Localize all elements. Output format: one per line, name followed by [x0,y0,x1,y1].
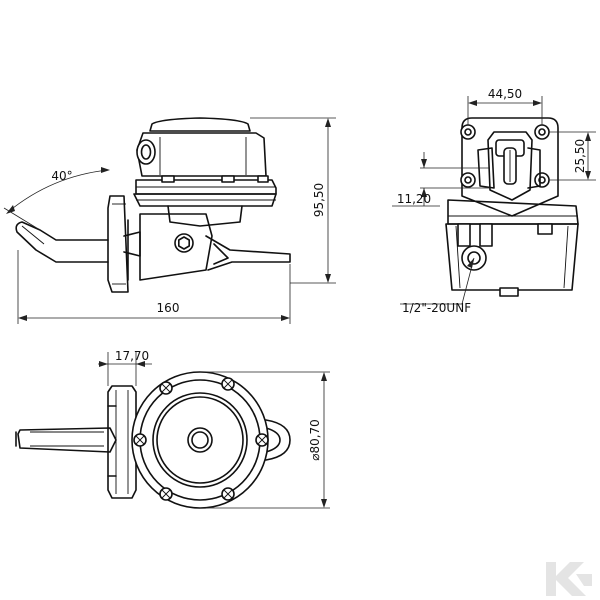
top-view [15,371,291,509]
brand-logo-watermark [546,562,592,596]
front-view-dimensions: 95,50 160 40° [3,117,336,324]
hole-spacing-horizontal-label: 44,50 [488,87,522,101]
top-view-dimensions: 17,70 ⌀80,70 [98,349,330,509]
hole-spacing-vertical-label: 25,50 [573,139,587,173]
flange-thickness-label: 17,70 [115,349,149,363]
body-diameter-label: ⌀80,70 [308,419,322,461]
side-view-dimensions: 44,50 25,50 11,20 1/2"-20UNF [392,87,596,315]
front-view [15,117,291,293]
height-dimension-label: 95,50 [312,183,326,217]
screw-heads [133,377,269,501]
side-view [445,117,579,297]
angle-dimension-label: 40° [51,169,72,183]
thread-spec-label: 1/2"-20UNF [402,301,471,315]
port-offset-label: 11,20 [397,192,431,206]
length-dimension-label: 160 [157,301,180,315]
